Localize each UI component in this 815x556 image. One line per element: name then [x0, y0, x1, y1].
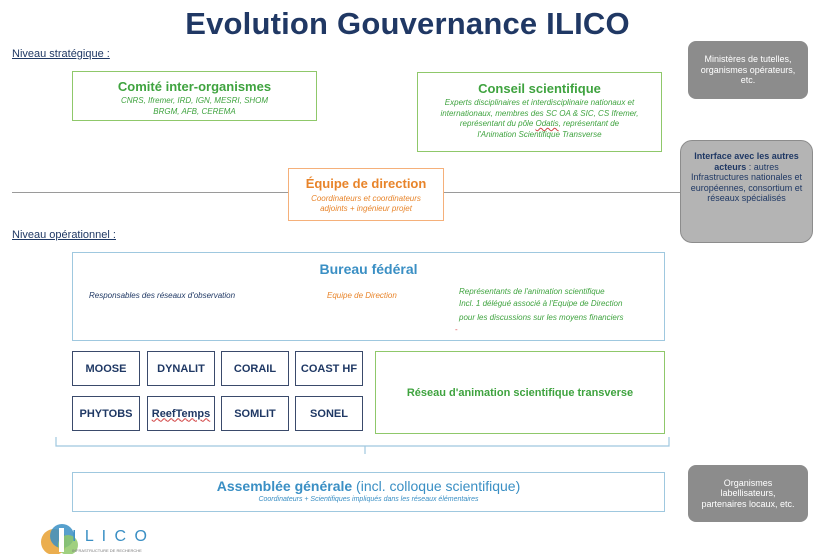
- network-coast-hf: COAST HF: [295, 351, 363, 386]
- network-corail: CORAIL: [221, 351, 289, 386]
- assemblee-title-line: Assemblée générale (incl. colloque scien…: [73, 478, 664, 494]
- network-phytobs: PHYTOBS: [72, 396, 140, 431]
- organismes-box: Organismes labellisateurs, partenaires l…: [688, 465, 808, 522]
- comite-line2: BRGM, AFB, CEREMA: [153, 106, 236, 116]
- bureau-right-line2: Incl. 1 délégué associé à l'Equipe de Di…: [459, 299, 623, 308]
- operational-level-label: Niveau opérationnel :: [12, 229, 116, 241]
- interface-box: Interface avec les autres acteurs : autr…: [680, 140, 813, 243]
- conseil-line4: l'Animation Scientifique Transverse: [477, 129, 602, 139]
- network-somlit: SOMLIT: [221, 396, 289, 431]
- network-reeftemps-label: ReefTemps: [151, 407, 211, 420]
- reseau-animation-label: Réseau d'animation scientifique transver…: [406, 386, 634, 399]
- conseil-title: Conseil scientifique: [478, 81, 601, 96]
- equipe-direction-box: Équipe de direction Coordinateurs et coo…: [288, 168, 444, 221]
- conseil-line2: internationaux, membres des SC OA & SIC,…: [440, 108, 639, 118]
- page-title: Evolution Gouvernance ILICO: [185, 6, 630, 41]
- conseil-scientifique-box: Conseil scientifique Experts disciplinai…: [417, 72, 662, 152]
- network-dynalit: DYNALIT: [147, 351, 215, 386]
- bureau-left-text: Responsables des réseaux d'observation: [89, 291, 236, 300]
- interface-bold-text: Interface avec les autres acteurs: [694, 151, 799, 172]
- bureau-dash: -: [455, 325, 458, 334]
- comite-title: Comité inter-organismes: [117, 79, 272, 94]
- assemblee-title-suffix: (incl. colloque scientifique): [352, 478, 521, 494]
- conseil-line3: représentant du pôle Odatis, représentan…: [418, 119, 661, 130]
- ilico-logo: I L I C O INFRASTRUCTURE DE RECHERCHE: [10, 520, 170, 556]
- reseau-animation-box: Réseau d'animation scientifique transver…: [375, 351, 665, 434]
- conseil-line1: Experts disciplinaires et interdisciplin…: [444, 98, 635, 107]
- logo-tagline: INFRASTRUCTURE DE RECHERCHE: [72, 548, 142, 553]
- assemblee-subtitle: Coordinateurs + Scientifiques impliqués …: [258, 496, 479, 503]
- conseil-line3-odatis: Odatis: [535, 119, 559, 128]
- conseil-line3-part-a: représentant du pôle: [459, 119, 536, 128]
- bureau-right-line3: pour les discussions sur les moyens fina…: [459, 313, 624, 322]
- comite-line1: CNRS, Ifremer, IRD, IGN, MESRI, SHOM: [120, 96, 269, 105]
- bureau-right-line1: Représentants de l'animation scientifiqu…: [459, 287, 605, 296]
- network-reeftemps: ReefTemps: [147, 396, 215, 431]
- grouping-bracket: [55, 437, 670, 454]
- bureau-title: Bureau fédéral: [319, 261, 418, 277]
- bureau-middle-text: Equipe de Direction: [327, 291, 397, 300]
- conseil-line3-part-c: , représentant de: [558, 119, 620, 128]
- interface-rest-text: : autres Infrastructures nationales et e…: [690, 161, 803, 204]
- assemblee-generale-box: Assemblée générale (incl. colloque scien…: [72, 472, 665, 512]
- comite-inter-organismes-box: Comité inter-organismes CNRS, Ifremer, I…: [72, 71, 317, 121]
- strategic-level-label: Niveau stratégique :: [12, 48, 110, 60]
- assemblee-title: Assemblée générale: [216, 478, 353, 494]
- logo-mark-icon: [41, 524, 78, 554]
- equipe-title: Équipe de direction: [305, 176, 427, 191]
- network-moose: MOOSE: [72, 351, 140, 386]
- ministeres-box: Ministères de tutelles, organismes opéra…: [688, 41, 808, 99]
- equipe-line1: Coordinateurs et coordinateurs: [311, 194, 421, 203]
- equipe-line2: adjoints + ingénieur projet: [320, 204, 412, 213]
- network-sonel: SONEL: [295, 396, 363, 431]
- bureau-federal-box: Bureau fédéral Responsables des réseaux …: [72, 252, 665, 341]
- logo-text: I L I C O: [72, 528, 149, 545]
